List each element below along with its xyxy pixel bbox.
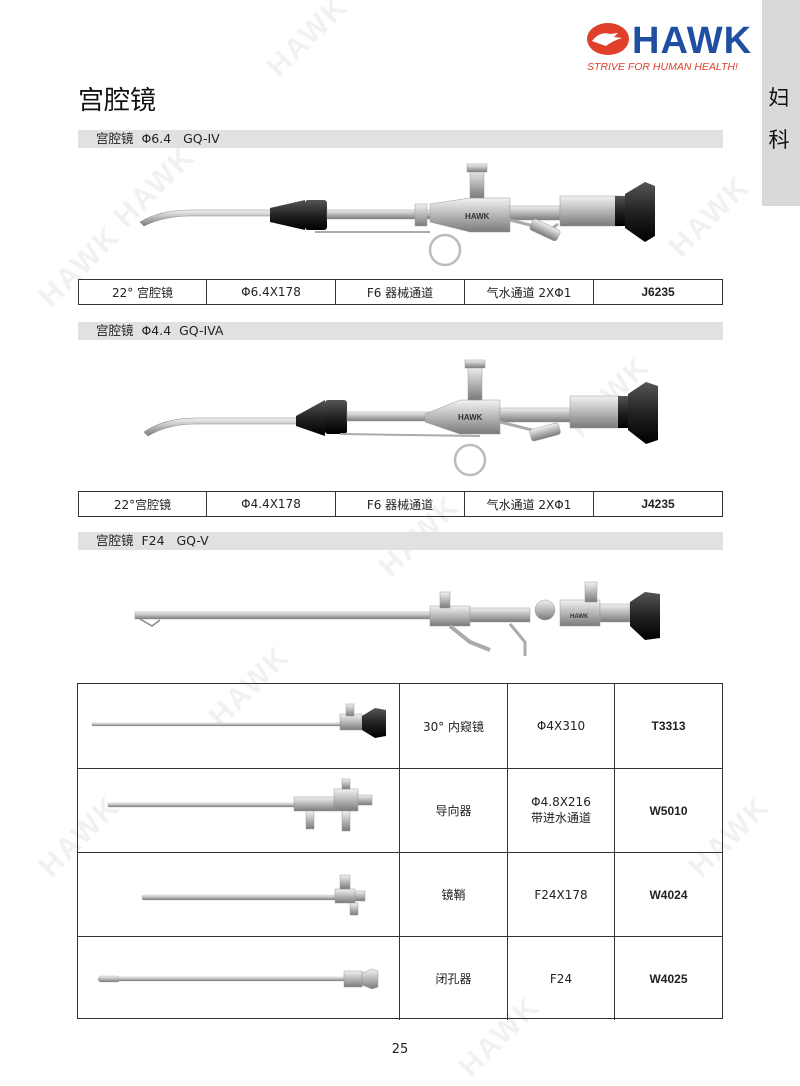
- hysteroscope-image: HAWK: [139, 163, 655, 267]
- obturator-image: [97, 968, 379, 990]
- section-header: 宫腔镜 F24 GQ-V: [78, 532, 723, 550]
- spec-name: 22° 宫腔镜: [79, 280, 207, 304]
- spec-size: Φ6.4X178: [207, 280, 336, 304]
- image-cell: [78, 769, 400, 852]
- brand-logo: HAWK STRIVE FOR HUMAN HEALTH!: [586, 20, 751, 78]
- hysteroscope-assembly-image: HAWK: [134, 581, 660, 656]
- image-cell: [78, 684, 400, 768]
- spec-size: Φ4.4X178: [207, 492, 336, 516]
- section-header: 宫腔镜 Φ4.4 GQ-IVA: [78, 322, 723, 340]
- component-name: 导向器: [400, 769, 508, 852]
- component-size: Φ4X310: [508, 684, 615, 768]
- spec-row: 22°宫腔镜 Φ4.4X178 F6 器械通道 气水通道 2XΦ1 J4235: [78, 491, 723, 517]
- spec-channel: F6 器械通道: [336, 280, 465, 304]
- component-name: 30° 内窥镜: [400, 684, 508, 768]
- spec-row: 22° 宫腔镜 Φ6.4X178 F6 器械通道 气水通道 2XΦ1 J6235: [78, 279, 723, 305]
- table-row: 闭孔器 F24 W4025: [78, 936, 722, 1020]
- hysteroscope-image: HAWK: [143, 359, 658, 477]
- category-char: 科: [768, 128, 790, 152]
- hawk-logo-icon: [587, 23, 629, 55]
- svg-text:HAWK: HAWK: [458, 413, 483, 422]
- component-code: T3313: [651, 719, 686, 733]
- section-title: 宫腔镜 Φ4.4 GQ-IVA: [96, 323, 224, 338]
- spec-air-water: 气水通道 2XΦ1: [465, 492, 594, 516]
- image-cell: [78, 937, 400, 1020]
- spec-name: 22°宫腔镜: [79, 492, 207, 516]
- table-row: 镜鞘 F24X178 W4024: [78, 852, 722, 936]
- page-title: 宫腔镜: [78, 86, 157, 116]
- svg-text:HAWK: HAWK: [570, 614, 589, 620]
- endoscope-image: [91, 703, 386, 738]
- sheath-image: [141, 874, 366, 916]
- component-name: 闭孔器: [400, 937, 508, 1020]
- component-size: F24X178: [508, 853, 615, 936]
- table-row: 30° 内窥镜 Φ4X310 T3313: [78, 684, 722, 768]
- spec-code: J6235: [641, 285, 675, 299]
- component-size: F24: [508, 937, 615, 1020]
- section-header: 宫腔镜 Φ6.4 GQ-IV: [78, 130, 723, 148]
- watermark: HAWK: [662, 169, 757, 264]
- component-code: W5010: [649, 803, 688, 818]
- spec-air-water: 气水通道 2XΦ1: [465, 280, 594, 304]
- section-title: 宫腔镜 F24 GQ-V: [96, 533, 209, 548]
- brand-name: HAWK: [632, 20, 753, 62]
- guide-image: [107, 778, 373, 832]
- spec-channel: F6 器械通道: [336, 492, 465, 516]
- component-name: 镜鞘: [400, 853, 508, 936]
- page-number: 25: [391, 1042, 409, 1057]
- category-char: 妇: [768, 86, 790, 110]
- spec-code: J4235: [641, 497, 675, 511]
- brand-tagline: STRIVE FOR HUMAN HEALTH!: [587, 61, 738, 73]
- watermark: HAWK: [260, 0, 355, 84]
- category-tab: [762, 0, 800, 206]
- section-title: 宫腔镜 Φ6.4 GQ-IV: [96, 131, 220, 146]
- component-code: W4024: [649, 887, 688, 902]
- component-code: W4025: [649, 971, 688, 986]
- image-cell: [78, 853, 400, 936]
- svg-text:HAWK: HAWK: [465, 212, 490, 221]
